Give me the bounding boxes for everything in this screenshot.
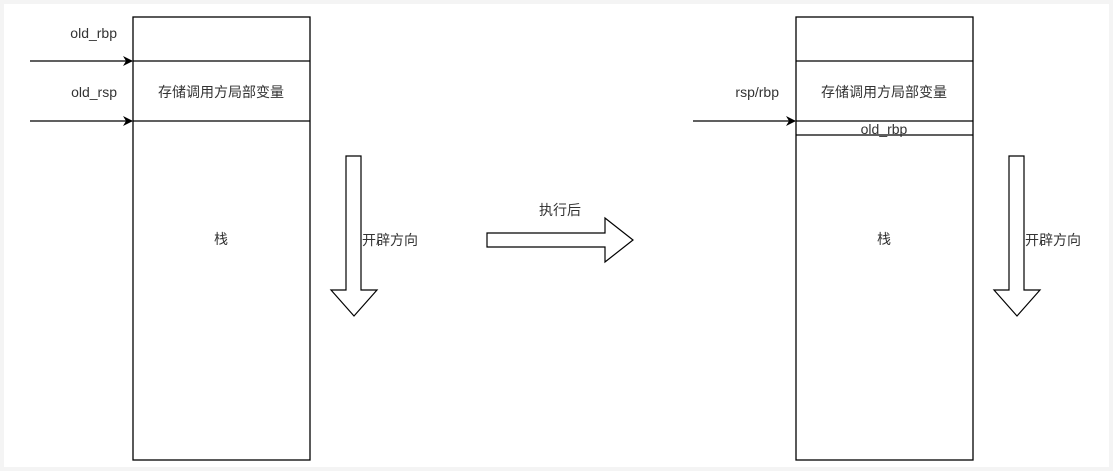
growth-direction-arrow-icon [329, 155, 379, 317]
stack-box [132, 16, 311, 461]
stack-box [795, 16, 974, 461]
transition-label: 执行后 [539, 202, 581, 218]
transition-arrow-icon [486, 216, 634, 264]
old-rsp-label: old_rsp [71, 84, 117, 100]
growth-direction-label: 开辟方向 [362, 232, 418, 248]
caller-locals-cell: 存储调用方局部变量 [158, 84, 284, 100]
transition: 执行后 [486, 202, 634, 264]
stack-label: 栈 [214, 231, 228, 247]
growth-direction-label: 开辟方向 [1025, 232, 1081, 248]
old-rbp-label: old_rbp [70, 25, 117, 41]
growth-direction-arrow-icon [992, 155, 1042, 317]
rsp-rbp-label: rsp/rbp [735, 84, 779, 100]
stack-before: old_rbp old_rsp 存储调用方局部变量 栈 开辟方向 [30, 16, 418, 461]
stack-after: rsp/rbp 存储调用方局部变量 old_rbp 栈 开辟方向 [693, 16, 1081, 461]
old-rbp-cell: old_rbp [861, 121, 908, 137]
stack-label: 栈 [877, 231, 891, 247]
caller-locals-cell: 存储调用方局部变量 [821, 84, 947, 100]
